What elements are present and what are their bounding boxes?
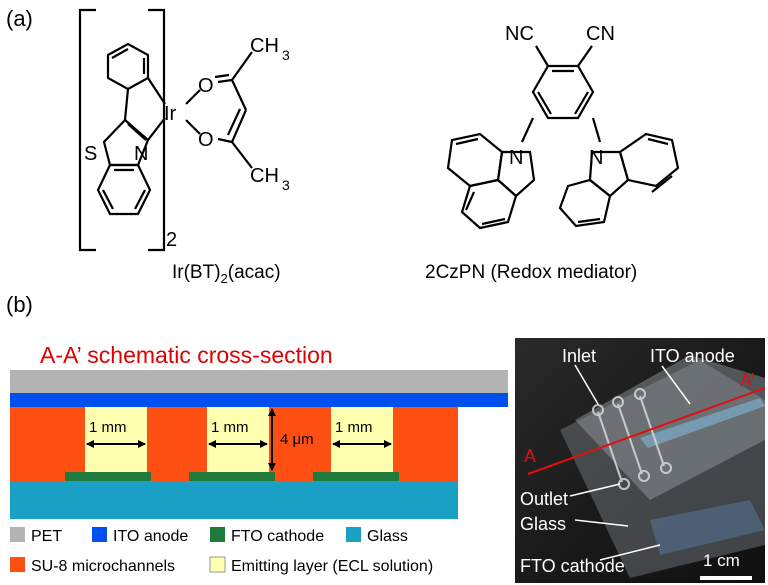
legend-swatch-pet xyxy=(10,527,25,542)
legend: PET ITO anode FTO cathode Glass SU-8 mic… xyxy=(10,527,433,575)
czpn-caption: 2CzPN (Redox mediator) xyxy=(425,262,637,283)
label-inlet: Inlet xyxy=(562,346,596,366)
atom-o-top: O xyxy=(198,75,214,97)
atom-cn: CN xyxy=(586,23,615,45)
atom-ch3-bottom: CH xyxy=(250,165,279,187)
section-line xyxy=(527,387,766,475)
legend-label-pet: PET xyxy=(31,528,62,545)
channel-2-width-label: 1 mm xyxy=(211,419,249,436)
benzo-ring xyxy=(96,163,152,216)
atom-n-left: N xyxy=(509,147,523,169)
czpn-structure xyxy=(446,45,680,230)
legend-label-glass: Glass xyxy=(367,528,408,545)
label-scale: 1 cm xyxy=(703,551,740,570)
height-label: 4 μm xyxy=(280,431,314,448)
atom-ir: Ir xyxy=(164,103,177,125)
legend-swatch-fto xyxy=(210,527,225,542)
channel-1-width-label: 1 mm xyxy=(89,419,127,436)
panel-b-label: (b) xyxy=(6,292,33,317)
ir-complex-caption: Ir(BT)2(acac) xyxy=(172,262,281,286)
label-a: A xyxy=(524,446,536,466)
photo-pet-film xyxy=(575,355,765,500)
phenyl-ring xyxy=(106,42,150,91)
ir-complex-atoms: Ir S N O O CH 3 CH 3 2 xyxy=(84,35,290,251)
fto-2 xyxy=(189,472,275,481)
legend-label-su8: SU-8 microchannels xyxy=(31,558,175,575)
label-outlet: Outlet xyxy=(520,489,568,509)
legend-swatch-emitting xyxy=(209,556,226,573)
legend-swatch-ito xyxy=(92,527,107,542)
fto-1 xyxy=(65,472,151,481)
atom-nc: NC xyxy=(505,23,534,45)
cross-section-title: A-A’ schematic cross-section xyxy=(40,342,333,368)
ir-complex-structure xyxy=(78,8,253,252)
bracket-right xyxy=(148,8,166,252)
right-carbazole-ring1 xyxy=(558,178,612,228)
label-glass: Glass xyxy=(520,514,566,534)
atom-o-bottom: O xyxy=(198,129,214,151)
legend-swatch-glass xyxy=(346,527,361,542)
atom-n: N xyxy=(134,143,148,165)
legend-label-ito: ITO anode xyxy=(113,528,188,545)
photo-fto-area xyxy=(650,500,765,555)
label-a-prime: A’ xyxy=(740,370,755,390)
panel-a-label: (a) xyxy=(6,6,33,31)
atom-s: S xyxy=(84,143,97,165)
device-photo xyxy=(515,338,766,583)
layer-pet xyxy=(10,370,508,393)
layer-ito xyxy=(10,393,508,407)
legend-swatch-su8 xyxy=(10,557,25,572)
atom-ch3-top: CH xyxy=(250,35,279,57)
channel-3-width-label: 1 mm xyxy=(335,419,373,436)
left-carbazole-ring2 xyxy=(446,132,504,188)
fto-3 xyxy=(313,472,399,481)
bracket-left xyxy=(78,8,96,252)
left-carbazole-ring1 xyxy=(460,178,518,230)
atom-n-right: N xyxy=(589,147,603,169)
dimension-annotations xyxy=(86,408,392,471)
right-carbazole-ring2 xyxy=(618,132,680,188)
legend-label-emitting: Emitting layer (ECL solution) xyxy=(231,558,433,575)
photo-labels: Inlet ITO anode A’ A Outlet Glass FTO ca… xyxy=(520,346,755,576)
atom-ch3-bottom-sub: 3 xyxy=(282,177,290,193)
central-ring xyxy=(531,64,595,120)
legend-label-fto: FTO cathode xyxy=(231,528,324,545)
atom-ch3-top-sub: 3 xyxy=(282,47,290,63)
photo-ito-stripe xyxy=(640,398,765,448)
label-fto-cathode: FTO cathode xyxy=(520,556,625,576)
layer-glass xyxy=(10,481,458,519)
label-ito-anode: ITO anode xyxy=(650,346,735,366)
czpn-atoms: NC CN N N xyxy=(505,23,615,169)
right-carbazole-pyrrole xyxy=(588,150,630,198)
bracket-subscript: 2 xyxy=(166,229,177,251)
